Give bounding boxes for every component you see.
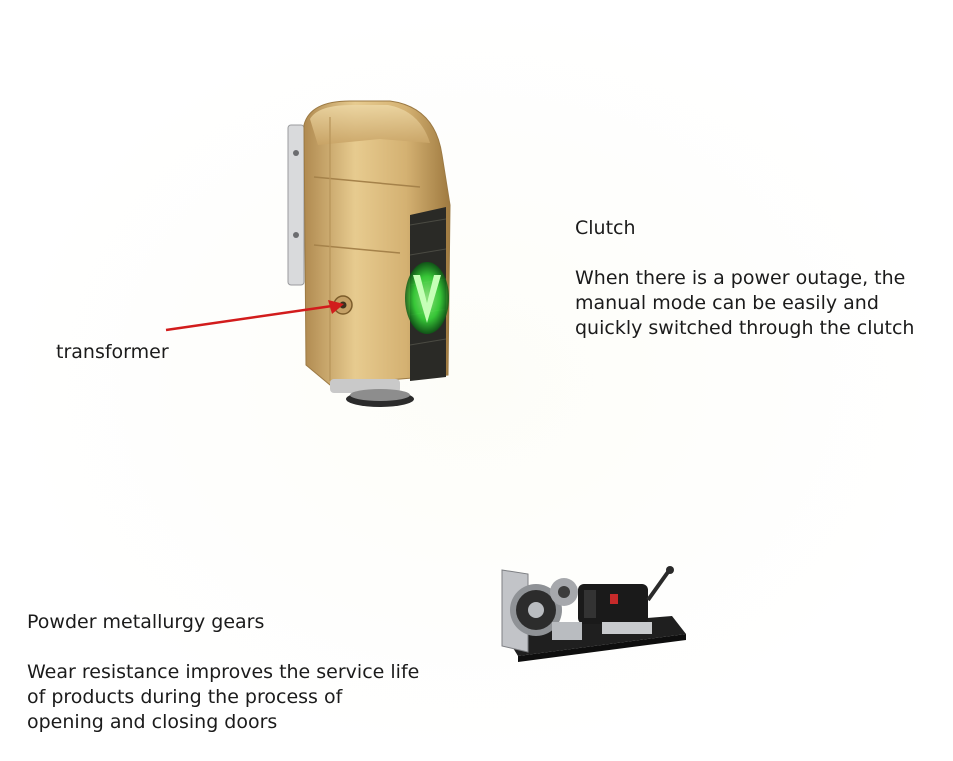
gears-description: Wear resistance improves the service lif… [27,660,419,735]
clutch-description-line: When there is a power outage, the [575,267,906,289]
clutch-description-line: manual mode can be easily and [575,292,879,314]
gold-motor-housing-illustration [287,100,451,407]
clutch-title: Clutch [575,217,636,239]
clutch-description-line: quickly switched through the clutch [575,317,915,339]
gears-title: Powder metallurgy gears [27,611,265,633]
clutch-description: When there is a power outage, the manual… [575,266,914,341]
gears-description-line: of products during the process of [27,686,343,708]
gears-description-line: opening and closing doors [27,711,278,733]
gearbox-mechanism-illustration [501,566,686,662]
transformer-label: transformer [56,341,169,363]
gears-description-line: Wear resistance improves the service lif… [27,661,420,683]
red-callout-arrow [165,300,344,332]
